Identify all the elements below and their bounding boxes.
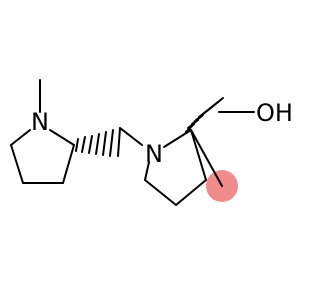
- bond-c5-n2-right: [144, 161, 150, 181]
- left-hash-line: [109, 129, 114, 157]
- atom-label-n2: N: [145, 140, 163, 168]
- chemical-structure-canvas: N N OH: [10, 79, 293, 206]
- left-hash-line: [88, 135, 93, 154]
- atom-label-n1: N: [31, 108, 49, 136]
- bond-c3-c4-right: [175, 179, 207, 206]
- left-hashed-wedge: [75, 127, 121, 157]
- left-hash-line: [117, 127, 121, 157]
- right-hash-line: [206, 97, 224, 112]
- left-hash-line: [95, 133, 100, 155]
- left-hash-line: [75, 138, 79, 152]
- bond-c2-c3-outer: [190, 129, 223, 187]
- atom-label-oh: OH: [256, 99, 293, 127]
- right-hashed-wedge: [185, 97, 224, 133]
- left-hash-line: [102, 131, 107, 156]
- left-hash-line: [81, 136, 86, 153]
- bond-n1-c2-left: [49, 129, 75, 146]
- bond-c2-c3-right: [190, 129, 207, 181]
- bond-n2-c2-right: [163, 129, 192, 148]
- bond-c4-c5-right: [144, 179, 177, 206]
- bond-bridge-n2: [119, 127, 143, 146]
- bond-c2-c3-left: [62, 144, 75, 184]
- bond-c5-n1-left: [10, 129, 31, 146]
- bond-c4-c5-left: [10, 144, 24, 184]
- molecule-diagram: N N OH: [10, 79, 293, 206]
